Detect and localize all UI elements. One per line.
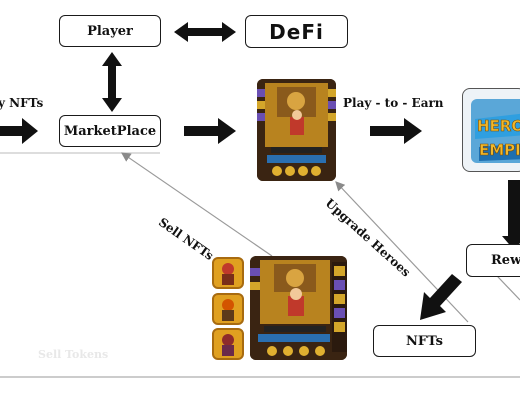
defi-node[interactable]: DeFi — [245, 15, 348, 48]
buy-nfts-label: y NFTs — [0, 96, 44, 110]
buy-nfts-arrow — [0, 118, 38, 144]
defi-label: DeFi — [269, 19, 324, 44]
game-screenshot-bottom — [250, 256, 347, 360]
upgrade-heroes-arrow — [335, 181, 469, 323]
hero-card-3 — [212, 328, 244, 360]
play-to-earn-arrow — [370, 118, 422, 144]
player-node[interactable]: Player — [59, 15, 161, 47]
game-upgrade-scene-icon — [250, 256, 347, 360]
player-marketplace-double-arrow — [102, 52, 122, 112]
sell-tokens-label: Sell Tokens — [38, 348, 109, 361]
hero-knight-icon — [222, 299, 234, 321]
heroes-empires-logo: HERO EMPI — [462, 88, 520, 172]
marketplace-to-game-arrow — [184, 118, 236, 144]
sell-nfts-arrow — [121, 152, 273, 257]
rewards-node[interactable]: Rewa — [466, 244, 520, 277]
logo-text-line1: HERO — [477, 117, 520, 136]
rewards-label: Rewa — [491, 253, 520, 268]
hero-card-2 — [212, 293, 244, 325]
hero-mage-icon — [222, 334, 234, 356]
nfts-label: NFTs — [406, 333, 443, 349]
player-label: Player — [87, 23, 133, 39]
game-scene-icon — [257, 79, 336, 181]
hero-card-1 — [212, 257, 244, 289]
logo-to-rewards-arrow — [502, 180, 520, 250]
rewards-to-nfts-arrow — [420, 274, 462, 320]
nfts-node[interactable]: NFTs — [373, 325, 476, 357]
player-defi-double-arrow — [174, 22, 236, 42]
logo-emblem-icon — [471, 99, 520, 163]
marketplace-label: MarketPlace — [63, 123, 157, 139]
marketplace-node[interactable]: MarketPlace — [59, 115, 161, 147]
hero-warrior-icon — [222, 263, 234, 285]
play-to-earn-label: Play - to - Earn — [343, 96, 444, 110]
game-screenshot-top — [257, 79, 336, 181]
logo-text-line2: EMPI — [479, 141, 520, 160]
